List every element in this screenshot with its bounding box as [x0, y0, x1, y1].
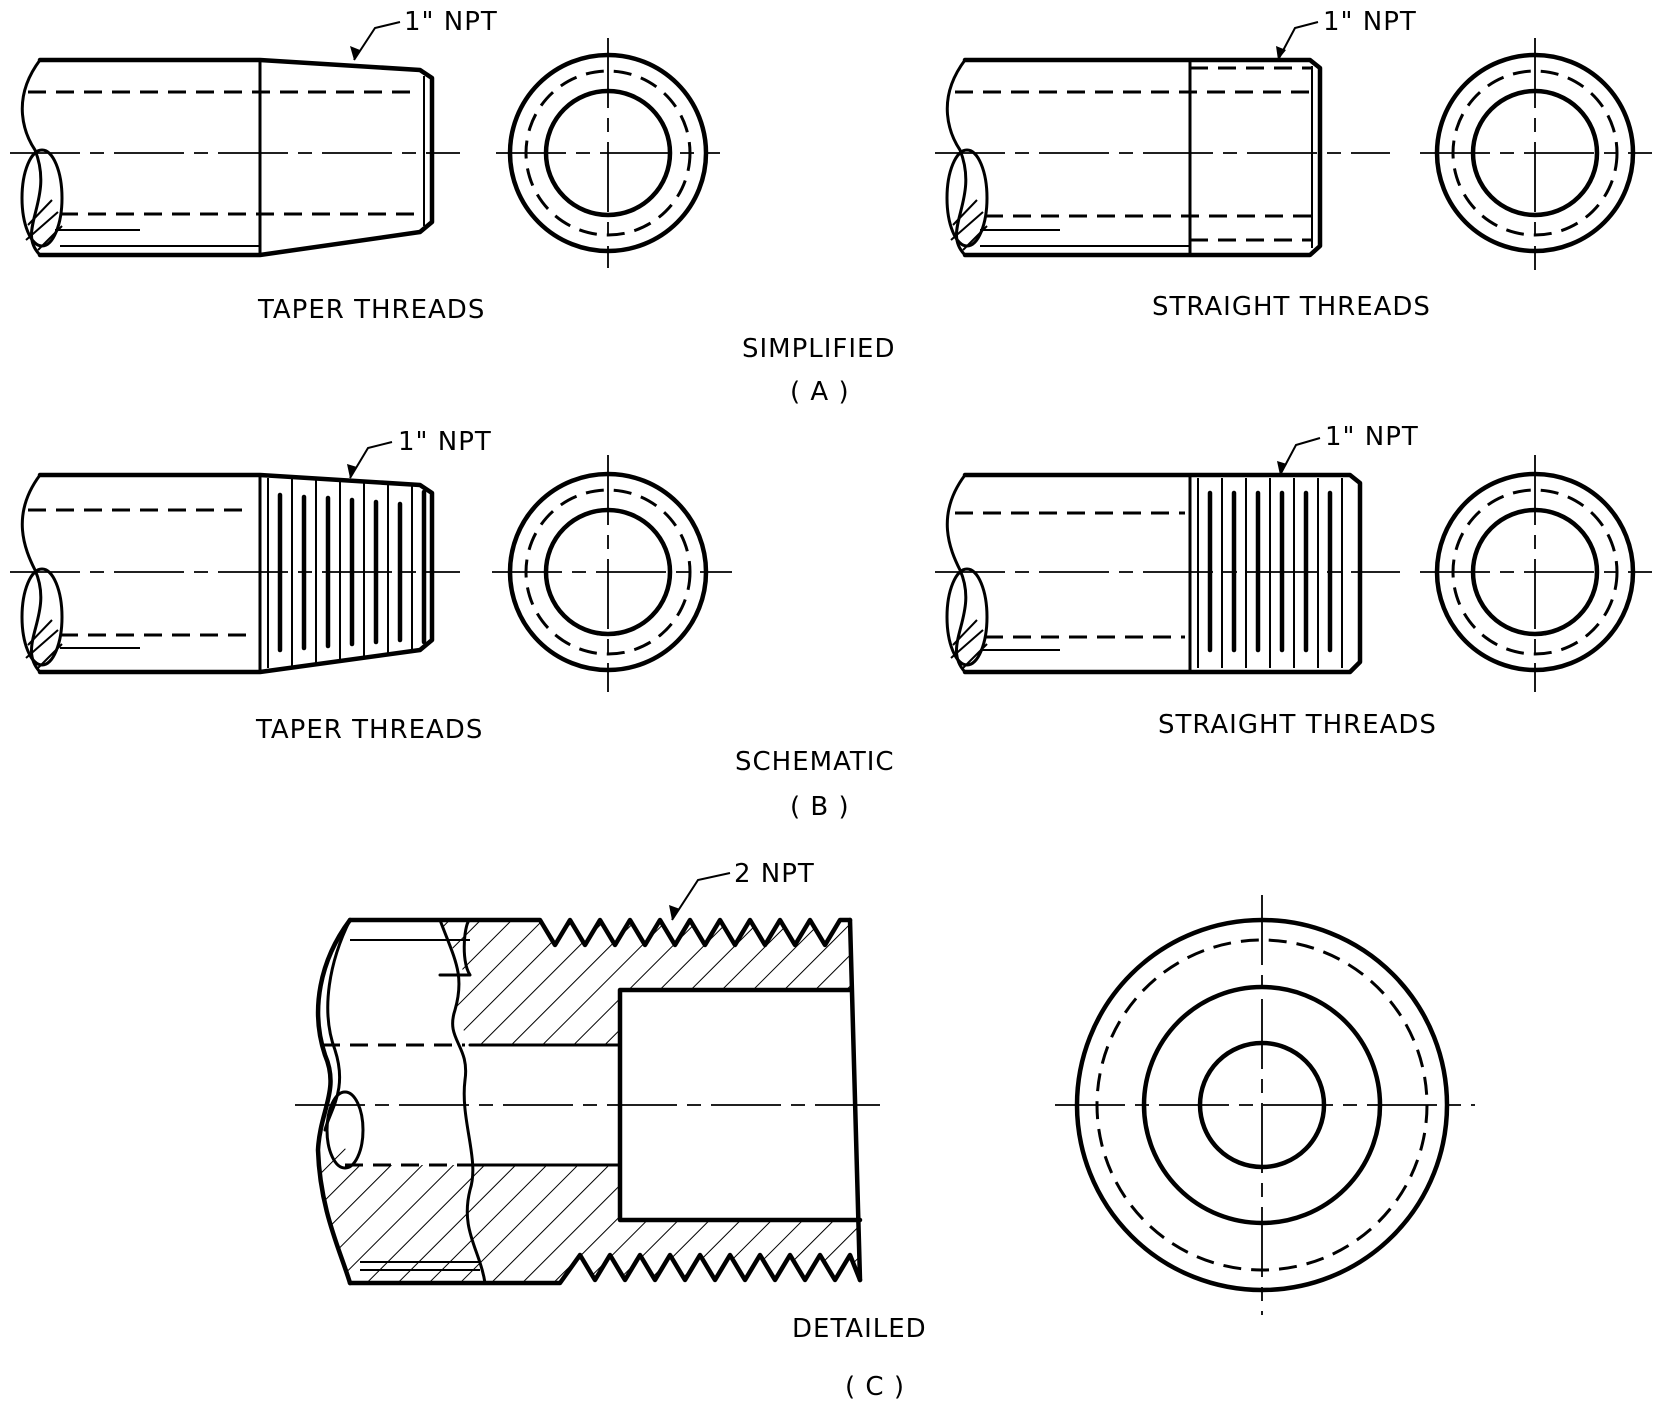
b-straight-callout: 1" NPT	[1277, 422, 1419, 476]
a-straight-callout-text: 1" NPT	[1323, 7, 1417, 37]
b-straight-label: STRAIGHT THREADS	[1158, 710, 1437, 740]
c-callout-text: 2 NPT	[734, 859, 815, 889]
c-section-title: DETAILED	[792, 1314, 927, 1344]
a-straight-end-view	[1420, 38, 1652, 270]
a-straight-label: STRAIGHT THREADS	[1152, 292, 1431, 322]
a-section-title: SIMPLIFIED	[742, 334, 896, 364]
b-straight-thread-lines	[1197, 478, 1343, 668]
c-section-letter: ( C )	[845, 1372, 905, 1402]
c-detailed-end-view	[1055, 895, 1475, 1315]
a-straight-callout: 1" NPT	[1276, 7, 1417, 61]
b-straight-pipe-side-view	[935, 472, 1400, 675]
a-taper-end-view	[496, 38, 720, 268]
a-taper-callout: 1" NPT	[350, 7, 498, 61]
a-taper-pipe-side-view	[10, 57, 460, 258]
b-straight-callout-text: 1" NPT	[1325, 422, 1419, 452]
a-section-letter: ( A )	[790, 377, 850, 407]
b-taper-pipe-side-view	[10, 472, 460, 675]
c-detailed-callout: 2 NPT	[669, 859, 815, 921]
b-taper-callout-text: 1" NPT	[398, 427, 492, 457]
a-taper-callout-text: 1" NPT	[404, 7, 498, 37]
a-taper-label: TAPER THREADS	[257, 295, 485, 325]
b-taper-label: TAPER THREADS	[255, 715, 483, 745]
c-detailed-section-view	[295, 917, 880, 1286]
b-taper-callout: 1" NPT	[347, 427, 492, 479]
b-section-letter: ( B )	[790, 792, 850, 822]
a-straight-pipe-side-view	[935, 57, 1390, 258]
b-taper-end-view	[492, 455, 732, 692]
b-section-title: SCHEMATIC	[735, 747, 895, 777]
b-taper-thread-lines	[267, 478, 427, 668]
b-straight-end-view	[1420, 455, 1652, 692]
